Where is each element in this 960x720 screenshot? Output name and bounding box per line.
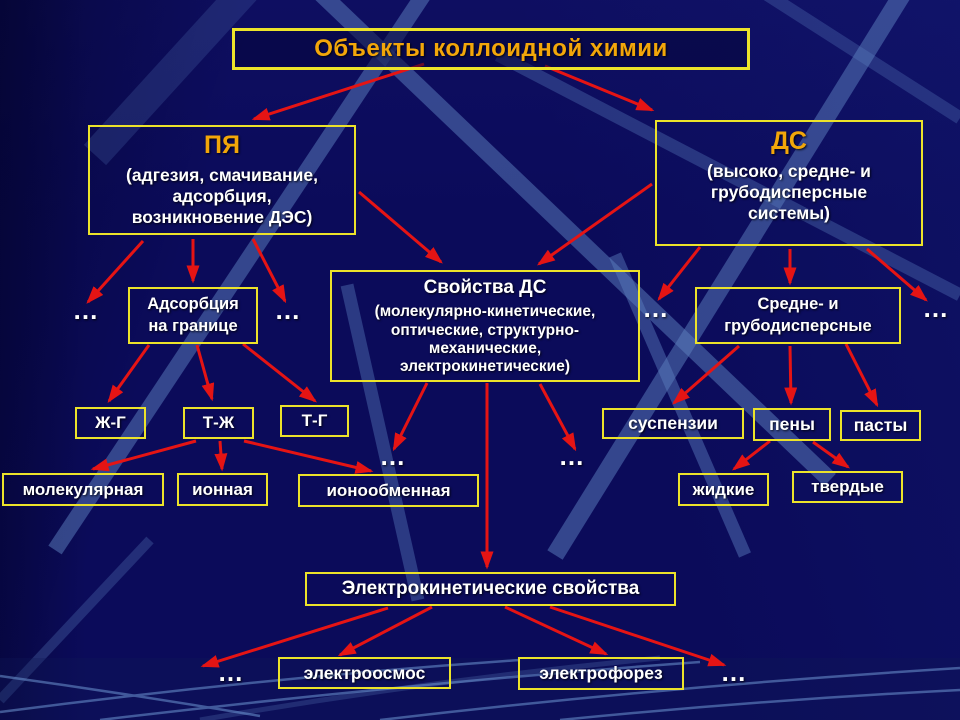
node-svoistva-title: Свойства ДС [423, 277, 547, 299]
ellipsis-ds-right: … [922, 293, 950, 323]
node-elektroforez: электрофорез [518, 657, 684, 690]
ellipsis-pya-left: … [72, 295, 100, 325]
arrow-sredne-susp [672, 344, 740, 405]
connector-arrows [86, 62, 928, 668]
node-zh-g: Ж-Г [75, 407, 146, 439]
arrow-ds-ellipsis-right [866, 247, 928, 302]
node-suspenzii: суспензии [602, 408, 744, 439]
node-pya-subtitle: (адгезия, смачивание, адсорбция, возникн… [126, 164, 318, 228]
arrow-ds-svoistva [536, 182, 653, 266]
node-ds: ДС (высоко, средне- и грубодисперсные си… [655, 120, 923, 246]
node-pasty: пасты [840, 410, 921, 441]
node-svoistva-subtitle: (молекулярно-кинетические, оптические, с… [374, 303, 596, 376]
arrow-pya-ellipsis-right [251, 238, 287, 304]
arrow-tzh-molek [90, 439, 197, 472]
node-pya: ПЯ (адгезия, смачивание, адсорбция, возн… [88, 125, 356, 235]
node-ds-title: ДС [771, 127, 807, 155]
node-ionoobmennaya: ионообменная [298, 474, 479, 507]
node-svoistva-ds: Свойства ДС (молекулярно-кинетические, о… [330, 270, 640, 382]
arrow-svoistva-ellipsis-left [392, 382, 429, 452]
node-elektroosmos: электроосмос [278, 657, 451, 689]
node-adsorbtsiya: Адсорбция на границе [128, 287, 258, 344]
node-tverdye: твердые [792, 471, 903, 503]
arrow-pya-svoistva [358, 190, 443, 264]
arrow-elektrokin-ellipsis-right [549, 605, 727, 667]
page-title-label: Объекты коллоидной химии [314, 35, 668, 62]
arrow-peny-zhidkie [732, 439, 771, 471]
arrow-adsorb-tg [242, 342, 317, 403]
arrow-ds-ellipsis-left [657, 246, 702, 301]
ellipsis-bottom-left: … [217, 657, 245, 687]
page-title: Объекты коллоидной химии [232, 28, 750, 70]
node-t-g: Т-Г [280, 405, 349, 437]
arrow-sredne-pasty [844, 343, 879, 408]
arrow-elektrokin-elosmos [337, 605, 433, 657]
node-elektrokineticheskie: Электрокинетические свойства [305, 572, 676, 606]
arrow-sredne-peny [784, 345, 798, 406]
ellipsis-pya-right: … [274, 295, 302, 325]
arrow-title-ds [544, 64, 655, 112]
node-sredne: Средне- и грубодисперсные [695, 287, 901, 344]
node-ionnaya: ионная [177, 473, 268, 506]
arrow-adsorb-zhg [107, 344, 151, 404]
node-molekulyarnaya: молекулярная [2, 473, 164, 506]
arrow-peny-tverdye [812, 440, 851, 469]
arrow-pya-ellipsis-left [86, 239, 145, 304]
node-pya-title: ПЯ [204, 131, 240, 159]
arrow-elektrokin-ellipsis-left [200, 606, 389, 668]
node-t-zh: Т-Ж [183, 407, 254, 439]
arrow-tzh-ionna [214, 440, 228, 472]
arrow-adsorb-tzh [195, 344, 215, 402]
arrow-elektrokin-elforez [504, 605, 609, 656]
ellipsis-svoistva-right: … [558, 441, 586, 471]
arrow-svoistva-ellipsis-right [538, 383, 577, 452]
node-zhidkie: жидкие [678, 473, 769, 506]
ellipsis-ds-left: … [642, 293, 670, 323]
node-peny: пены [753, 408, 831, 441]
arrow-tzh-ionoob [243, 439, 374, 474]
ellipsis-svoistva-left: … [379, 441, 407, 471]
node-ds-subtitle: (высоко, средне- и грубодисперсные систе… [707, 160, 871, 224]
arrow-title-pya [251, 62, 425, 121]
ellipsis-bottom-right: … [720, 657, 748, 687]
bottom-strip [0, 654, 960, 720]
